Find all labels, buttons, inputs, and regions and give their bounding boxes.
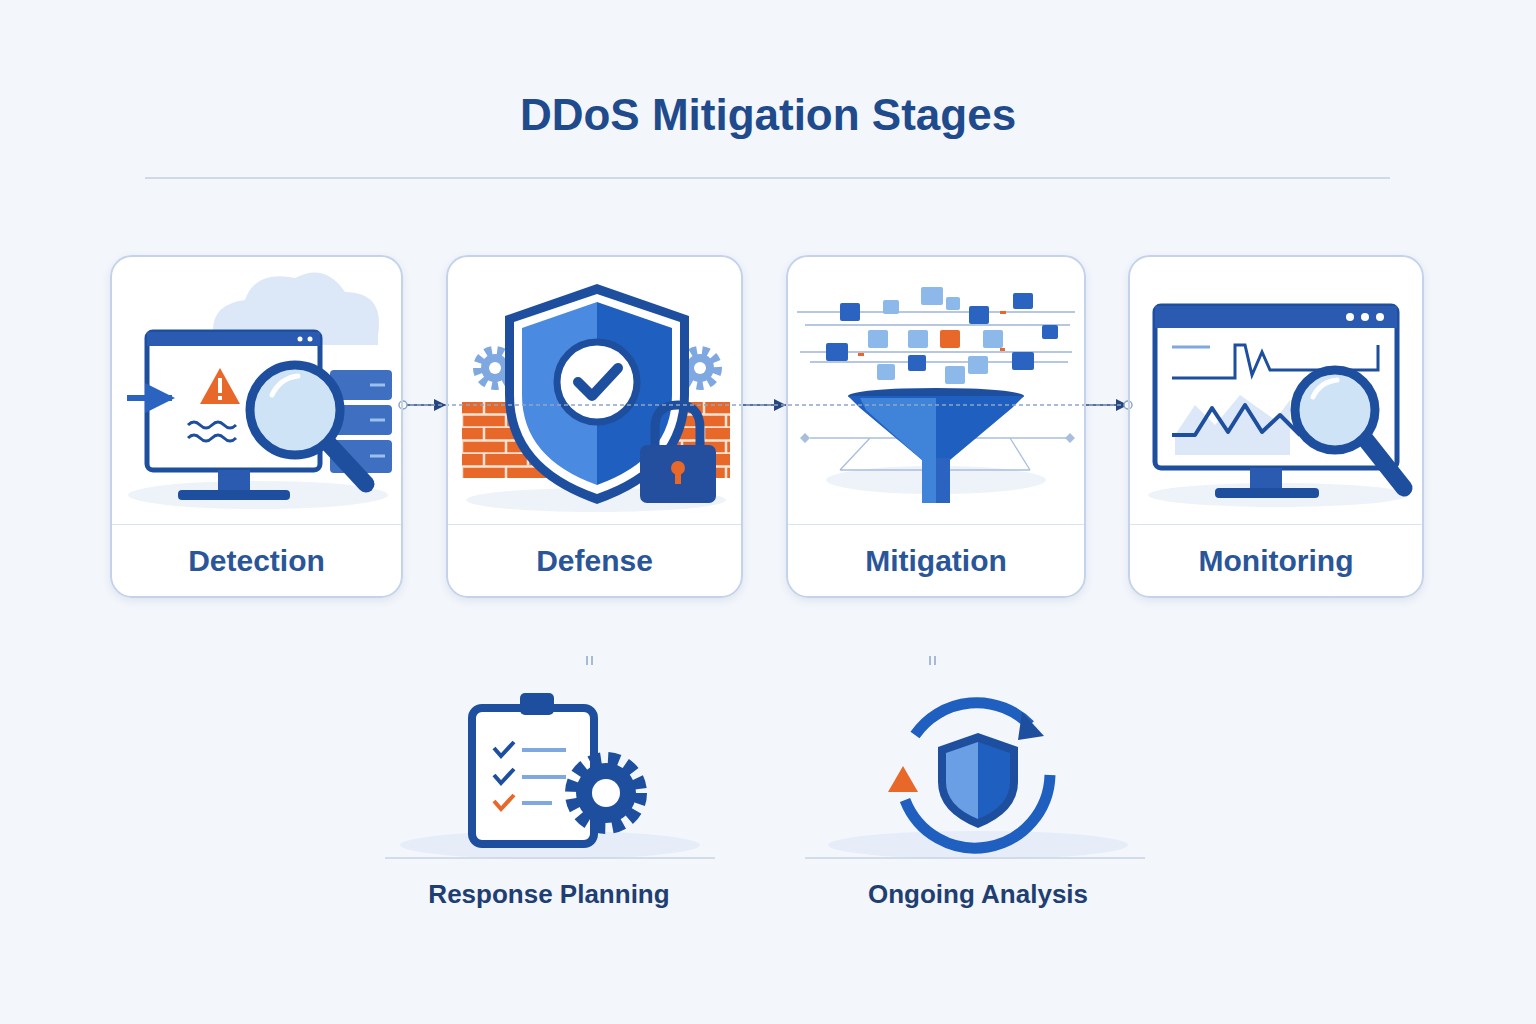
card-label-band: Mitigation (788, 524, 1084, 596)
mitigation-icon (797, 287, 1075, 503)
stage-label: Mitigation (865, 544, 1007, 578)
response-planning-icon (385, 693, 715, 859)
stage-card: Detection (110, 255, 403, 598)
card-grounds (110, 255, 1424, 598)
title-rule (145, 177, 1390, 179)
stage-caption: Ongoing Analysis (778, 879, 1178, 910)
card-label-band: Defense (448, 524, 741, 596)
stage-label: Detection (188, 544, 325, 578)
stage-card: Mitigation (786, 255, 1086, 598)
monitoring-icon (1155, 306, 1404, 498)
stage-label: Monitoring (1199, 544, 1354, 578)
card-label-band: Detection (112, 524, 401, 596)
stage-label: Defense (536, 544, 653, 578)
stage-card: Monitoring (1128, 255, 1424, 598)
ongoing-analysis-icon (805, 703, 1145, 859)
title: DDoS Mitigation Stages (0, 90, 1536, 140)
detection-icon (127, 272, 392, 500)
card-label-band: Monitoring (1130, 524, 1422, 596)
card-shadows (128, 466, 1408, 512)
defense-icon (462, 284, 730, 504)
tick-marks (587, 656, 935, 665)
stage-caption: Response Planning (349, 879, 749, 910)
dashed-link (403, 404, 1128, 406)
stage-card: Defense (446, 255, 743, 598)
